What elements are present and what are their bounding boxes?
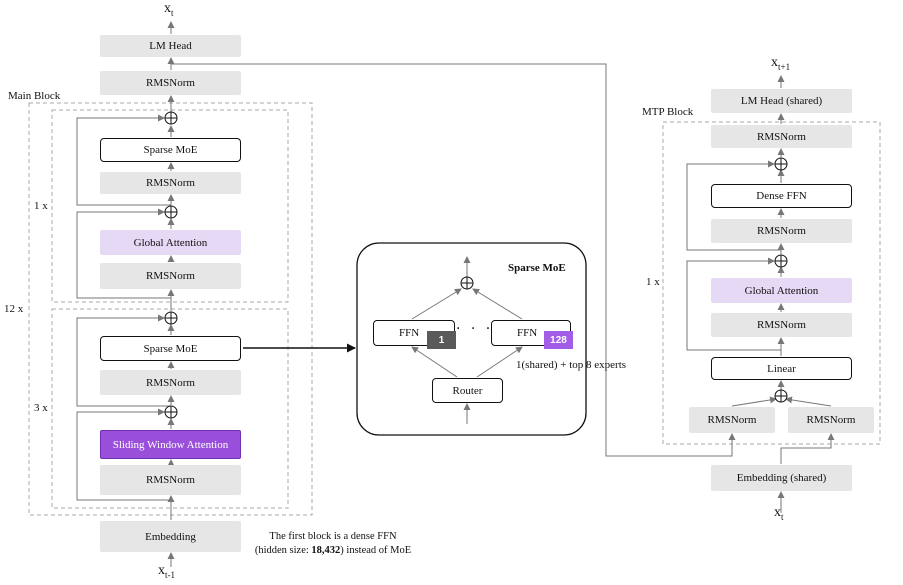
- expert-ellipsis: · · ·: [456, 321, 494, 337]
- mtp-repeat: 1 x: [646, 276, 660, 288]
- main-block-label: Main Block: [8, 90, 61, 102]
- sliding-block-repeat: 3 x: [34, 402, 48, 414]
- main-final-rmsnorm: RMSNorm: [100, 71, 241, 95]
- expert-1-badge: 1: [427, 331, 456, 349]
- moe-detail-frame: [356, 242, 587, 436]
- sliding-sparse-moe: Sparse MoE: [100, 336, 241, 361]
- mtp-dense-ffn: Dense FFN: [711, 184, 852, 208]
- mtp-adders: [774, 157, 788, 403]
- global-sparse-moe: Sparse MoE: [100, 138, 241, 162]
- moe-adder: [460, 276, 474, 290]
- global-attention: Global Attention: [100, 230, 241, 255]
- sliding-window-attention: Sliding Window Attention: [100, 430, 241, 459]
- dense-ffn-note-line2: (hidden size: 18,432) instead of MoE: [254, 545, 412, 556]
- global-rmsnorm-bottom: RMSNorm: [100, 263, 241, 289]
- expert-128-badge: 128: [544, 331, 573, 349]
- mtp-rmsnorm-left: RMSNorm: [689, 407, 775, 433]
- main-lm-head: LM Head: [100, 35, 241, 57]
- moe-detail-wires: [411, 256, 523, 424]
- sliding-rmsnorm-bottom: RMSNorm: [100, 465, 241, 495]
- mtp-global-attention: Global Attention: [711, 278, 852, 303]
- moe-detail-title: Sparse MoE: [508, 262, 566, 274]
- mtp-column-wires: [686, 75, 835, 513]
- mtp-lm-head: LM Head (shared): [711, 89, 852, 113]
- main-output-symbol: xt: [164, 1, 174, 18]
- main-adders: [164, 111, 178, 419]
- mtp-input-symbol: xt: [774, 505, 784, 522]
- mtp-rmsnorm-right: RMSNorm: [788, 407, 874, 433]
- moe-router: Router: [432, 378, 503, 403]
- mtp-block-frame: [662, 121, 881, 445]
- mtp-rmsnorm-attn: RMSNorm: [711, 313, 852, 337]
- mtp-output-symbol: xt+1: [771, 55, 791, 72]
- main-column-wires: [76, 21, 736, 567]
- main-embedding: Embedding: [100, 521, 241, 552]
- dense-ffn-note-line1: The first block is a dense FFN: [269, 531, 397, 542]
- mtp-linear: Linear: [711, 357, 852, 380]
- global-block-repeat: 1 x: [34, 200, 48, 212]
- sliding-rmsnorm-mid: RMSNorm: [100, 370, 241, 395]
- mtp-block-label: MTP Block: [642, 106, 694, 118]
- main-input-symbol: xt-1: [158, 563, 175, 580]
- mtp-embedding: Embedding (shared): [711, 465, 852, 491]
- main-outer-repeat: 12 x: [4, 303, 24, 315]
- mtp-rmsnorm-ffn: RMSNorm: [711, 219, 852, 243]
- global-rmsnorm-mid: RMSNorm: [100, 172, 241, 194]
- experts-note: 1(shared) + top 8 experts: [516, 359, 627, 371]
- dense-ffn-note: The first block is a dense FFN (hidden s…: [248, 530, 418, 558]
- mtp-final-rmsnorm: RMSNorm: [711, 125, 852, 148]
